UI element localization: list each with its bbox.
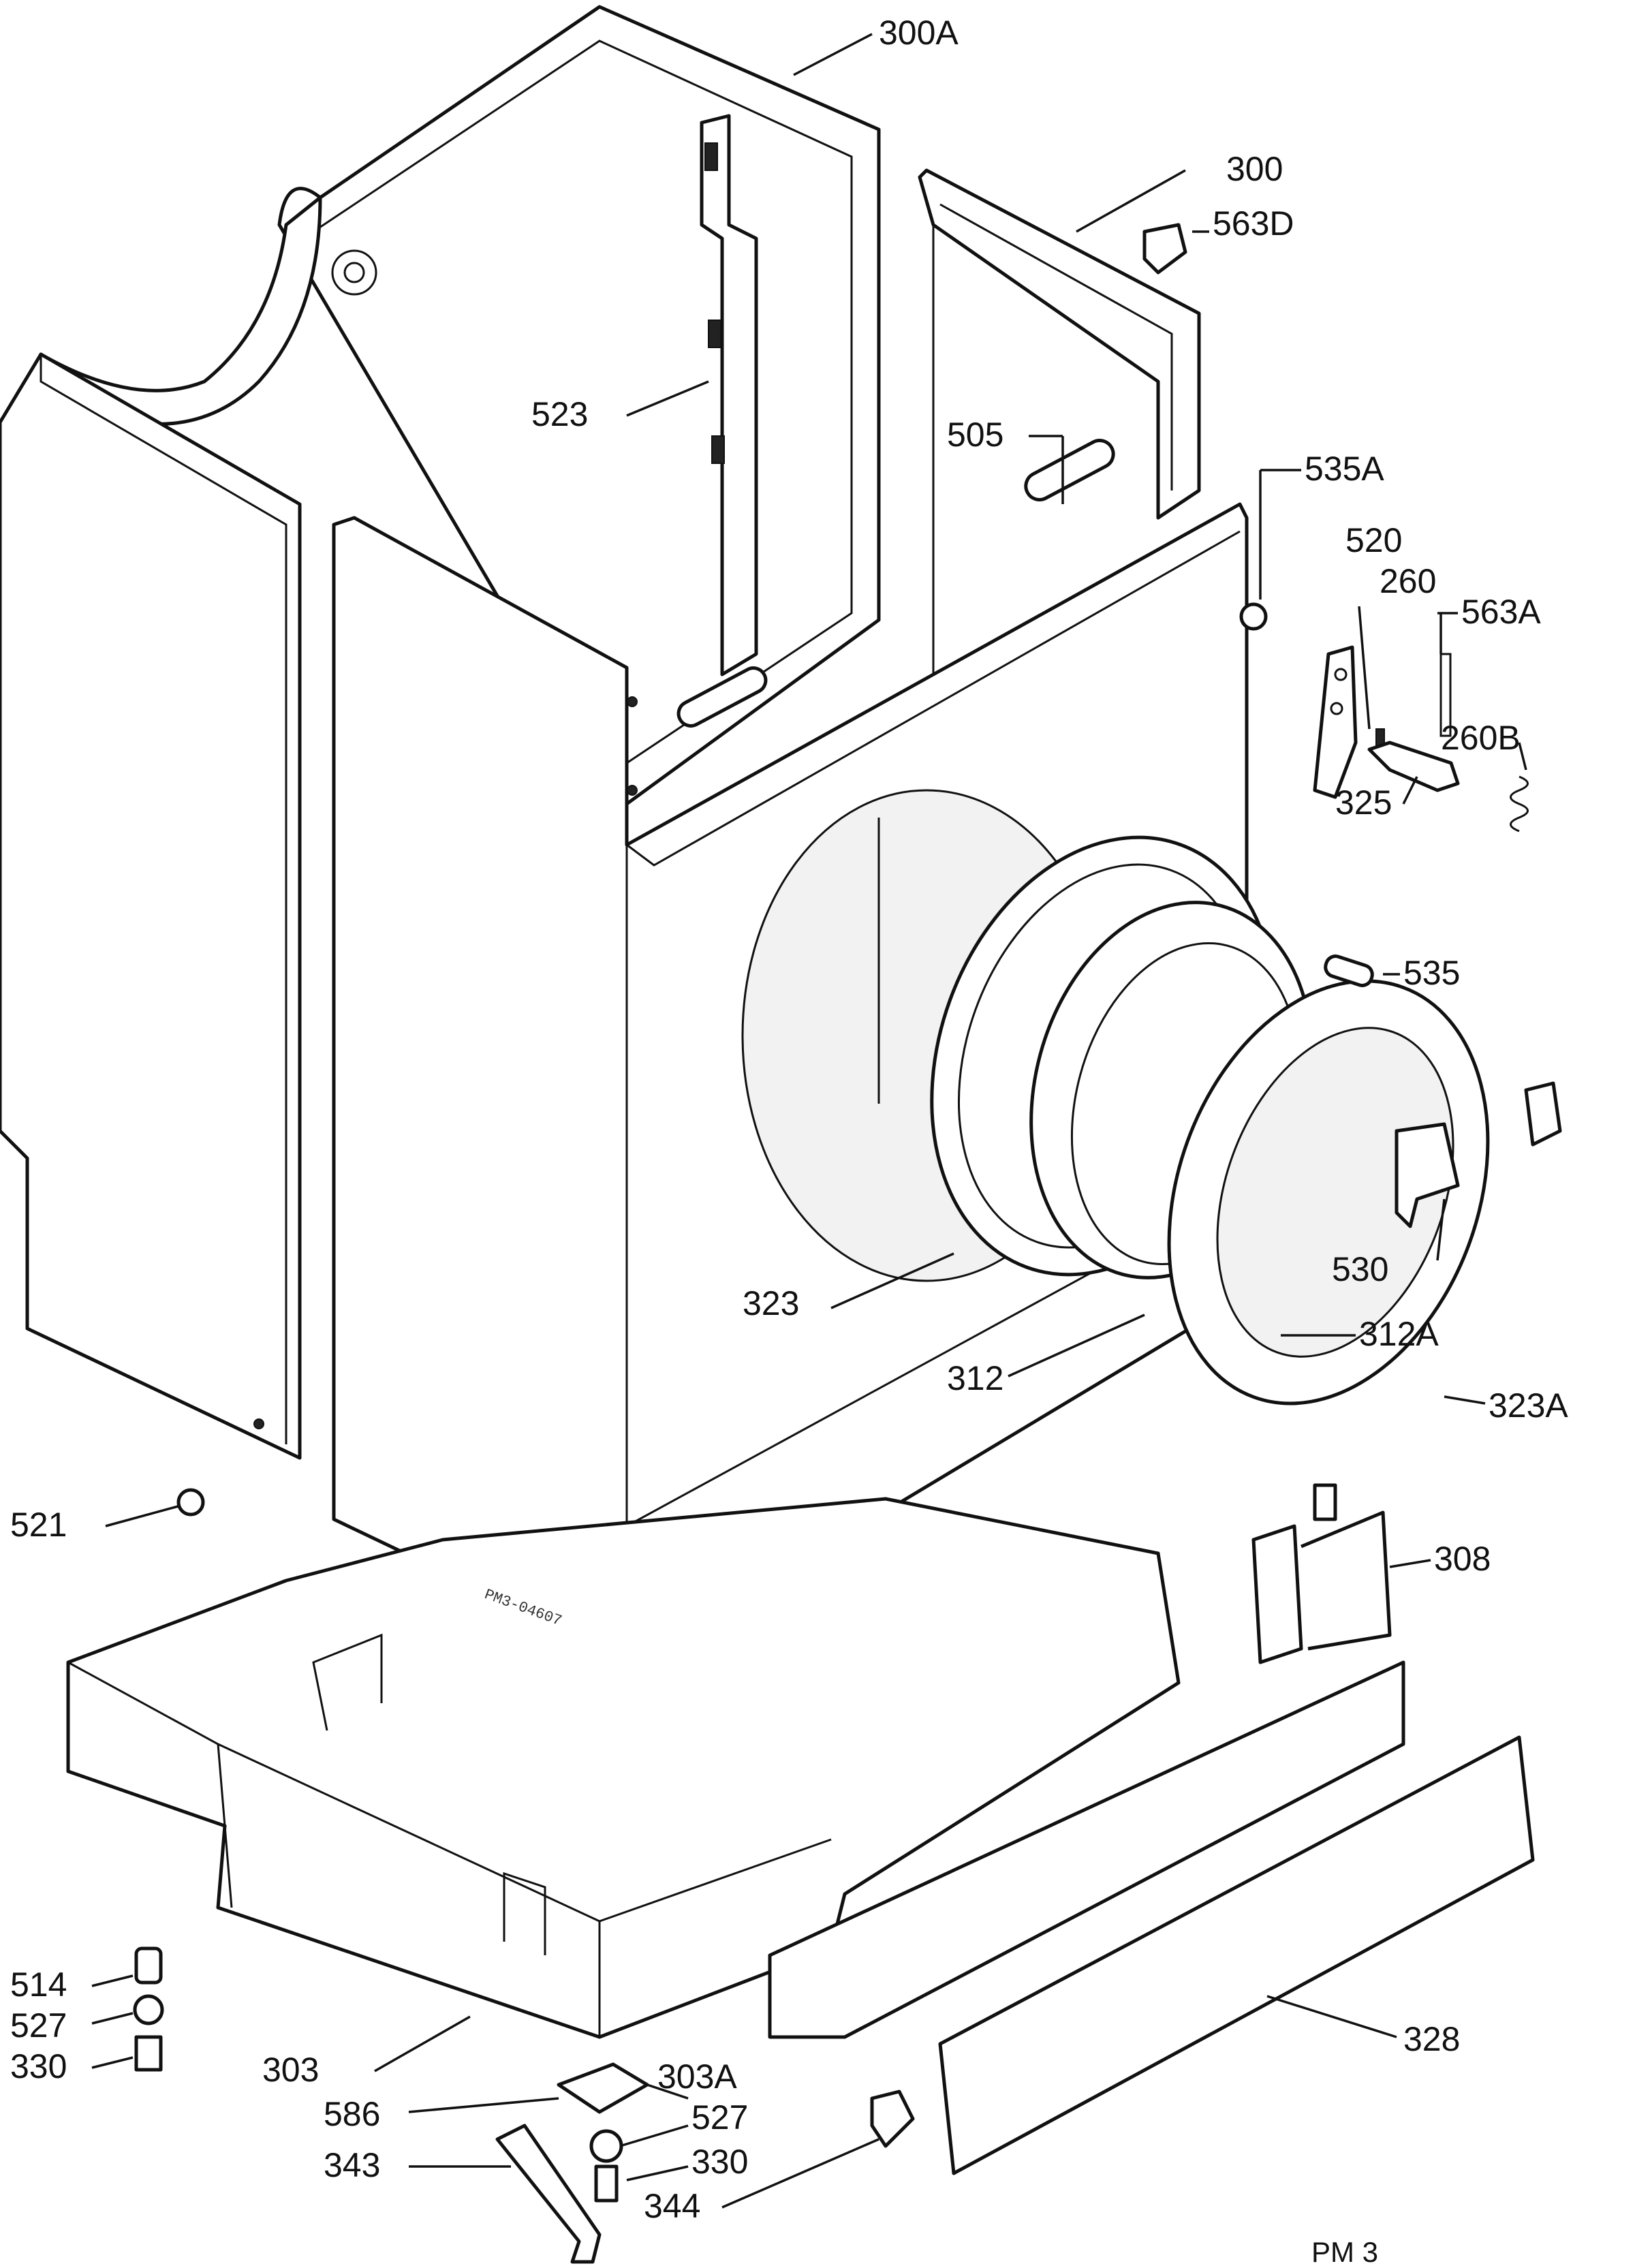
callout-325: 325 [1335, 783, 1392, 822]
part-514-cap [134, 1946, 163, 1985]
part-563A-pin [1439, 653, 1452, 737]
callout-300: 300 [1226, 150, 1283, 188]
callout-312A: 312A [1359, 1315, 1439, 1353]
part-520-lock-plate [1313, 645, 1358, 799]
callout-260B: 260B [1441, 719, 1521, 757]
cabinet-back-hole [331, 249, 377, 296]
callout-303: 303 [262, 2051, 319, 2089]
leader-lines [91, 33, 1527, 2209]
part-343-wrench [495, 2124, 602, 2264]
base-kick-support [768, 1660, 1405, 2039]
part-535A-bush [1239, 602, 1268, 631]
callout-300A: 300A [879, 14, 959, 52]
part-308-hinge [1251, 1510, 1392, 1664]
callout-labels: 300A 300 563D 523 505 535A 520 260 563A … [10, 14, 1568, 2225]
callout-308: 308 [1434, 1540, 1491, 1578]
cabinet-back-inner-frame [313, 40, 853, 764]
part-586-foot-bracket [557, 2062, 649, 2114]
callout-312: 312 [947, 1359, 1003, 1397]
callout-586: 586 [324, 2095, 380, 2133]
part-563D-clip [1142, 223, 1187, 275]
door-hinge-tab [1524, 1081, 1562, 1147]
part-527-washer-upper [133, 1994, 164, 2025]
part-530-door-handle [1395, 1122, 1460, 1228]
callout-260: 260 [1380, 562, 1436, 600]
callout-330-lower: 330 [691, 2143, 748, 2181]
sheet-code: PM 3 [1311, 2236, 1378, 2268]
part-303-base-frame [66, 1497, 1181, 2039]
door-assembly [930, 835, 1562, 1405]
callout-323A: 323A [1489, 1386, 1568, 1425]
part-523-guide-rail [700, 114, 758, 677]
part-521-screw [176, 1488, 205, 1517]
callout-520: 520 [1345, 521, 1402, 559]
lock-parts [176, 223, 1529, 1517]
callout-521: 521 [10, 1506, 67, 1544]
callout-344: 344 [644, 2187, 700, 2225]
callout-535A: 535A [1305, 450, 1384, 488]
callout-328: 328 [1403, 2020, 1460, 2058]
callout-343: 343 [324, 2146, 380, 2184]
callout-514: 514 [10, 1966, 67, 2004]
part-344-clip [870, 2090, 915, 2148]
cabinet-inner-bar [676, 666, 768, 728]
callout-535: 535 [1403, 954, 1460, 992]
callout-330-upper: 330 [10, 2047, 67, 2085]
cabinet-right-frame [918, 168, 1201, 520]
part-505-bar [1024, 439, 1115, 501]
part-312A-door-glass [1216, 1027, 1454, 1358]
cabinet-left-panel-edge [40, 354, 287, 1444]
cabinet-top-curve [39, 196, 322, 426]
callout-530: 530 [1332, 1250, 1388, 1288]
part-330-screw-lower [594, 2164, 619, 2203]
cabinet-left-panel [0, 352, 302, 1460]
callout-527-upper: 527 [10, 2006, 67, 2045]
part-535-hinge-pin [1324, 954, 1374, 987]
callout-323: 323 [743, 1284, 799, 1322]
cabinet-assembly [0, 5, 1249, 1664]
part-527-washer-lower [589, 2129, 623, 2163]
callout-563D: 563D [1213, 204, 1294, 243]
callout-523: 523 [531, 395, 588, 433]
cabinet-back-hole-inner [343, 262, 365, 283]
callout-303A: 303A [657, 2057, 737, 2096]
base-assembly [66, 1483, 1535, 2264]
callout-563A: 563A [1461, 593, 1541, 631]
part-330-screw-upper [134, 2035, 163, 2072]
part-260B-spring [1510, 775, 1529, 833]
callout-527-lower: 527 [691, 2098, 748, 2137]
cabinet-right-frame-inner [932, 203, 1173, 681]
part-325-latch [1367, 741, 1460, 792]
callout-505: 505 [947, 416, 1003, 454]
